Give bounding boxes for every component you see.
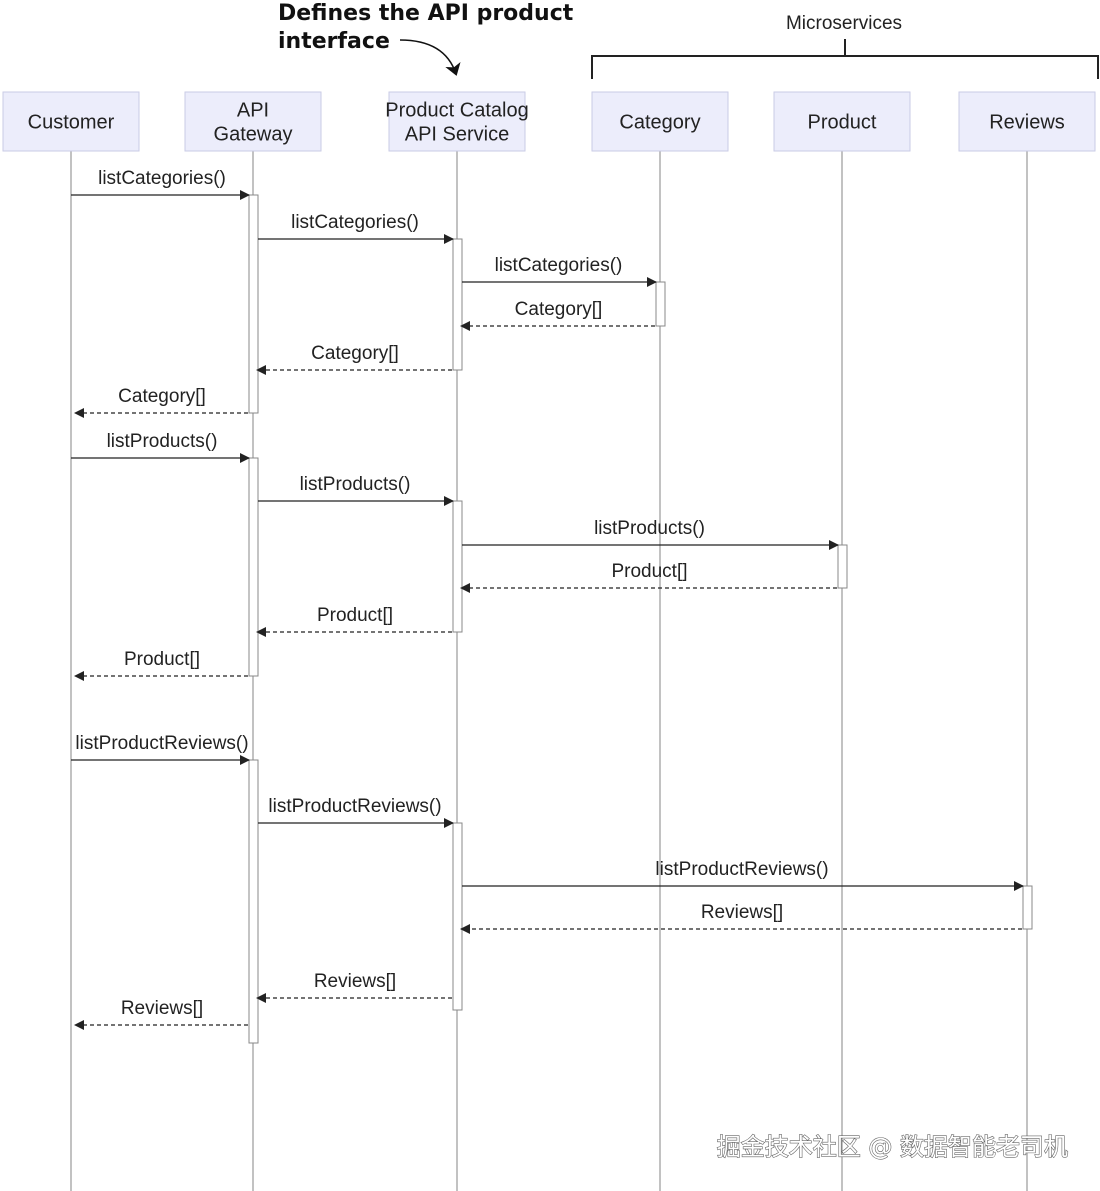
message-15: listProductReviews() — [462, 859, 1024, 891]
activation-bars — [248, 194, 1033, 1044]
participant-box — [2, 91, 140, 152]
message-label: Reviews[] — [701, 902, 783, 923]
message-label: Category[] — [311, 343, 399, 364]
message-17: Reviews[] — [256, 971, 452, 1003]
message-label: Category[] — [118, 386, 206, 407]
message-14: listProductReviews() — [258, 796, 454, 828]
message-label: Reviews[] — [314, 971, 396, 992]
annotation: Defines the API product interface — [278, 1, 574, 76]
participant-product: Product — [773, 91, 911, 152]
message-1: listCategories() — [71, 168, 250, 200]
participant-customer: Customer — [2, 91, 140, 152]
message-label: listProductReviews() — [268, 796, 441, 817]
participant-category: Category — [591, 91, 729, 152]
message-label: Product[] — [611, 561, 687, 582]
activation-bar-reviews — [1022, 885, 1033, 930]
message-13: listProductReviews() — [71, 733, 250, 765]
message-label: listProducts() — [300, 474, 411, 495]
participant-label: API Service — [405, 124, 509, 146]
message-12: Product[] — [74, 649, 248, 681]
participant-box — [388, 91, 526, 152]
participant-box — [184, 91, 322, 152]
activation-bar-product — [837, 544, 848, 589]
messages: listCategories() listCategories() listCate… — [71, 168, 1024, 1030]
message-label: listProductReviews() — [655, 859, 828, 880]
annotation-arrow — [399, 39, 461, 76]
annotation-line-1: Defines the API product — [278, 1, 574, 26]
annotation-line-2: interface — [278, 29, 390, 54]
message-2: listCategories() — [258, 212, 454, 244]
participant-box — [591, 91, 729, 152]
bracket-line — [591, 39, 1099, 79]
message-9: listProducts() — [462, 518, 839, 550]
microservices-bracket: Microservices — [591, 13, 1099, 79]
message-label: listCategories() — [98, 168, 226, 189]
activation-bar-gateway — [248, 759, 259, 1044]
message-8: listProducts() — [258, 474, 454, 506]
message-4: Category[] — [460, 299, 655, 331]
microservices-label: Microservices — [786, 13, 902, 34]
activation-bar-catalog — [452, 238, 463, 371]
participant-label: Product Catalog — [385, 100, 528, 122]
message-16: Reviews[] — [460, 902, 1022, 934]
activation-bar-gateway — [248, 194, 259, 414]
message-label: listProductReviews() — [75, 733, 248, 754]
message-18: Reviews[] — [74, 998, 248, 1030]
message-label: Reviews[] — [121, 998, 203, 1019]
participant-label: Product — [808, 112, 877, 134]
participant-label: Gateway — [214, 124, 293, 146]
participant-box — [773, 91, 911, 152]
message-label: listCategories() — [291, 212, 419, 233]
activation-bar-category — [655, 281, 666, 327]
activation-bar-catalog — [452, 822, 463, 1011]
watermark: 掘金技术社区 @ 数据智能老司机 — [717, 1133, 1068, 1161]
message-label: Product[] — [124, 649, 200, 670]
participant-label: API — [237, 100, 269, 122]
message-10: Product[] — [460, 561, 837, 593]
message-7: listProducts() — [71, 431, 250, 463]
activation-bar-gateway — [248, 457, 259, 677]
message-3: listCategories() — [462, 255, 657, 287]
message-label: listProducts() — [107, 431, 218, 452]
participant-reviews: Reviews — [958, 91, 1096, 152]
participant-label: Category — [619, 112, 700, 134]
participant-box — [958, 91, 1096, 152]
message-6: Category[] — [74, 386, 248, 418]
message-label: listCategories() — [495, 255, 623, 276]
message-label: Category[] — [515, 299, 603, 320]
message-label: listProducts() — [594, 518, 705, 539]
participant-label: Reviews — [989, 112, 1065, 134]
participant-label: Customer — [28, 112, 115, 134]
message-11: Product[] — [256, 605, 452, 637]
message-5: Category[] — [256, 343, 452, 375]
activation-bar-catalog — [452, 500, 463, 633]
message-label: Product[] — [317, 605, 393, 626]
